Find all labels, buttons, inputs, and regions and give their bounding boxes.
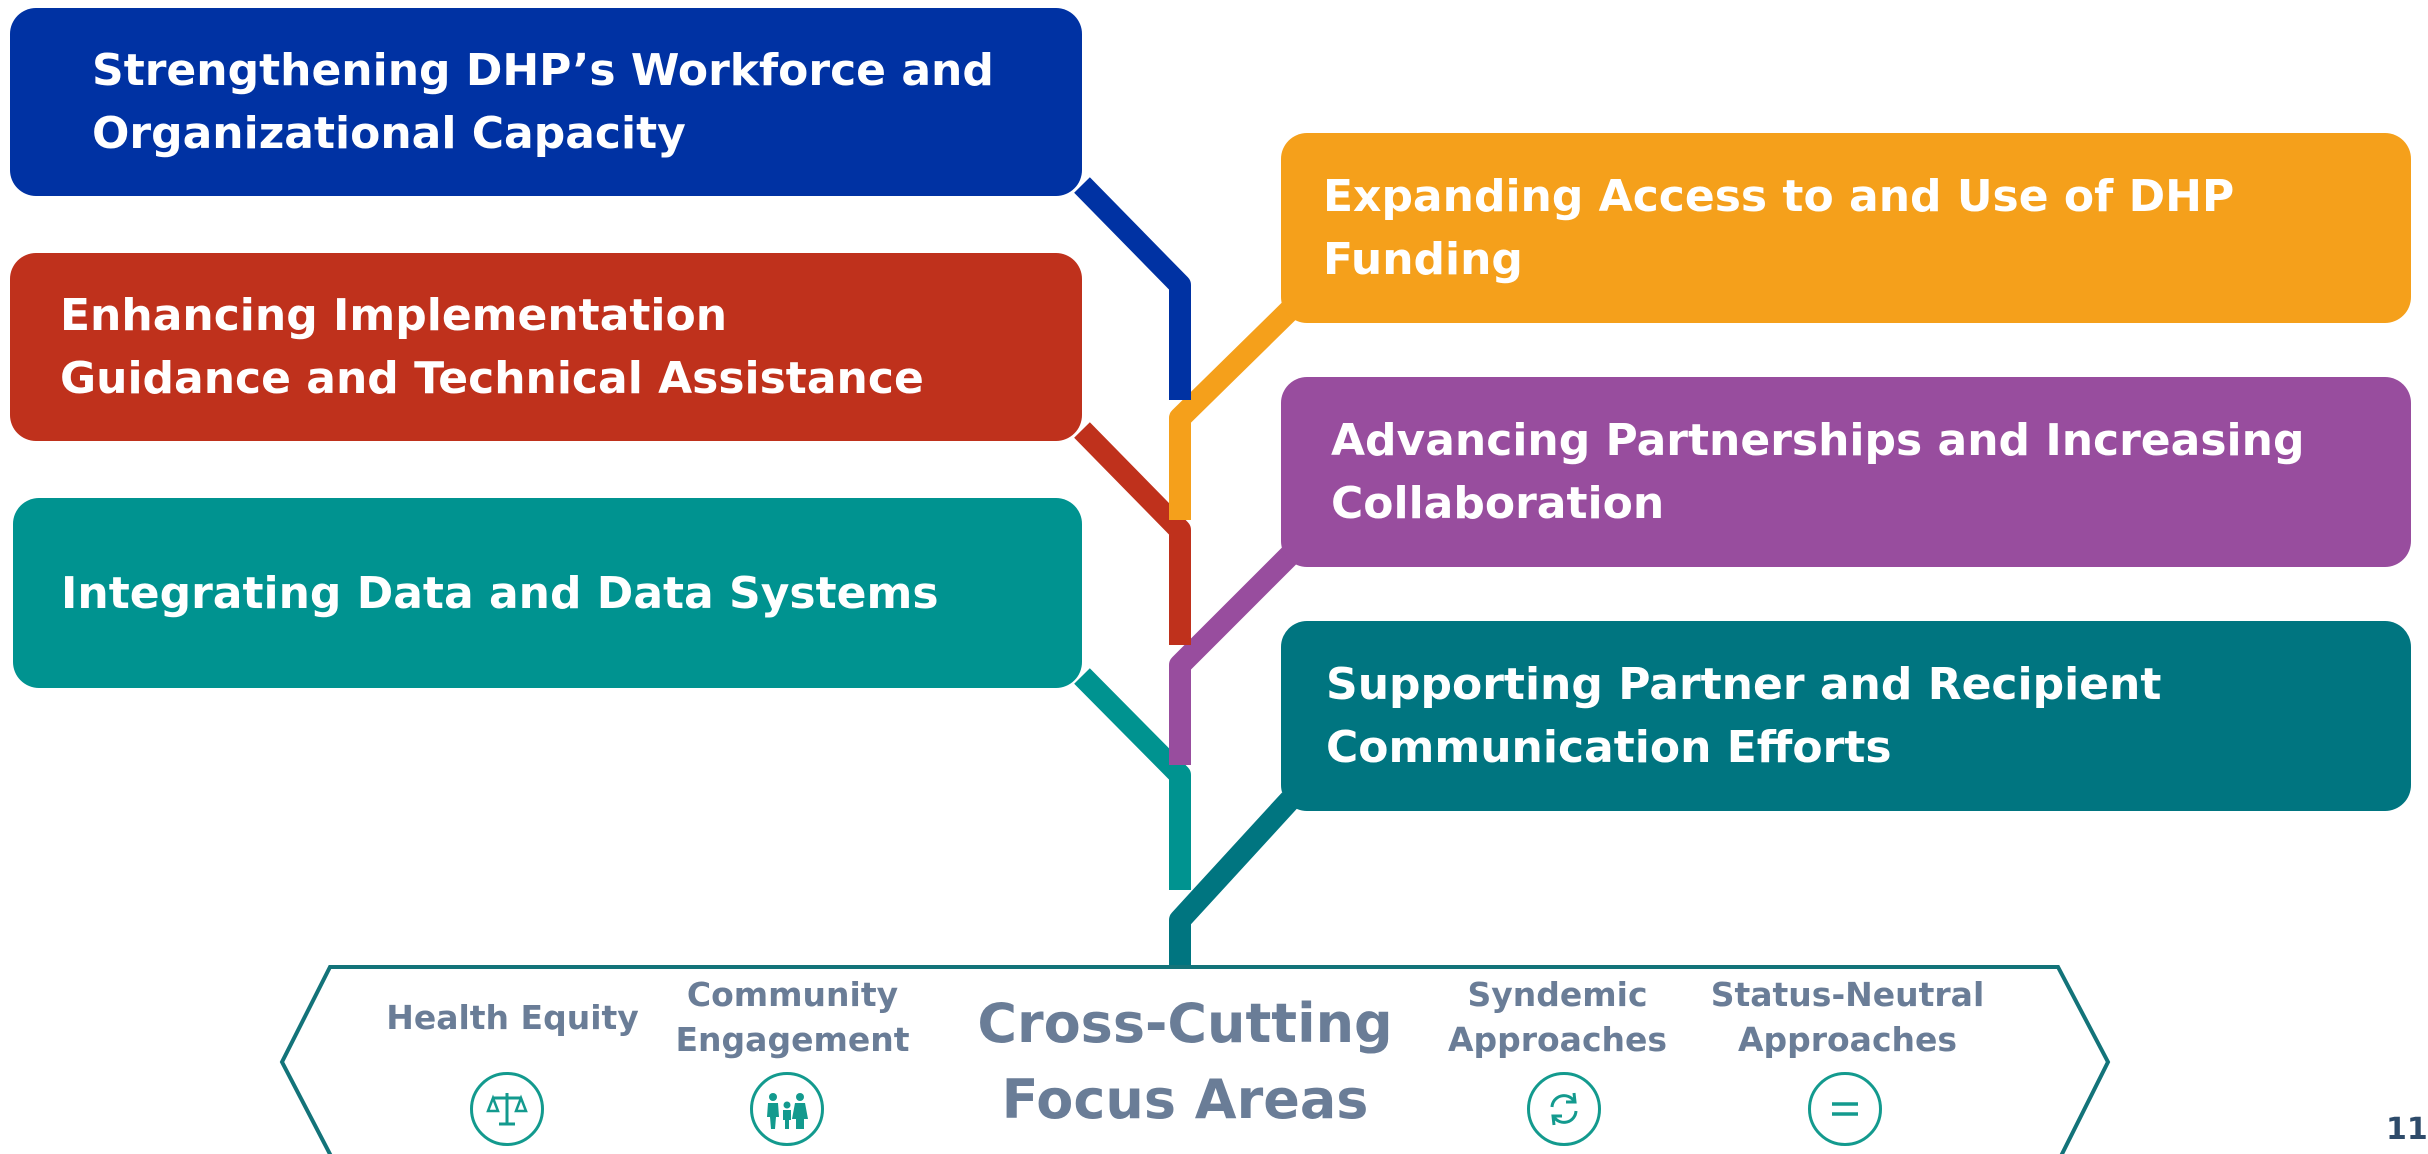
focus-area-implementation-label: Enhancing Implementation Guidance and Te… [60, 290, 924, 404]
focus-area-partnerships: Advancing Partnerships and Increasing Co… [1281, 377, 2411, 567]
focus-area-funding-label: Expanding Access to and Use of DHP Fundi… [1323, 171, 2235, 285]
focus-area-workforce-label: Strengthening DHP’s Workforce and Organi… [92, 45, 994, 159]
focus-area-data: Integrating Data and Data Systems [13, 498, 1082, 688]
focus-area-communication: Supporting Partner and Recipient Communi… [1281, 621, 2411, 811]
connector-implementation [1074, 422, 1191, 645]
connector-partnerships [1169, 547, 1298, 765]
connector-workforce [1074, 177, 1191, 400]
focus-area-funding: Expanding Access to and Use of DHP Fundi… [1281, 133, 2411, 323]
cc-community-engagement-label: Community Engagement [675, 975, 910, 1059]
equals-icon [1808, 1072, 1882, 1146]
connector-funding [1169, 302, 1298, 520]
family-icon [750, 1072, 824, 1146]
focus-area-communication-label: Supporting Partner and Recipient Communi… [1326, 659, 2162, 773]
cc-health-equity-label: Health Equity [386, 998, 639, 1037]
connector-data [1074, 668, 1191, 890]
refresh-cycle-icon [1527, 1072, 1601, 1146]
cross-cutting-title: Cross-Cutting Focus Areas [977, 992, 1393, 1131]
cross-cutting-hexagon [279, 965, 2111, 1154]
focus-area-partnerships-label: Advancing Partnerships and Increasing Co… [1331, 415, 2305, 529]
focus-area-data-label: Integrating Data and Data Systems [61, 567, 939, 619]
cc-status-neutral-label: Status-Neutral Approaches [1710, 975, 1985, 1059]
cc-syndemic-label: Syndemic Approaches [1447, 975, 1668, 1059]
balance-scale-icon [470, 1072, 544, 1146]
connector-communication [1169, 792, 1299, 966]
page-number: 11 [2386, 1112, 2428, 1147]
focus-area-implementation: Enhancing Implementation Guidance and Te… [10, 253, 1082, 441]
focus-area-workforce: Strengthening DHP’s Workforce and Organi… [10, 8, 1082, 196]
